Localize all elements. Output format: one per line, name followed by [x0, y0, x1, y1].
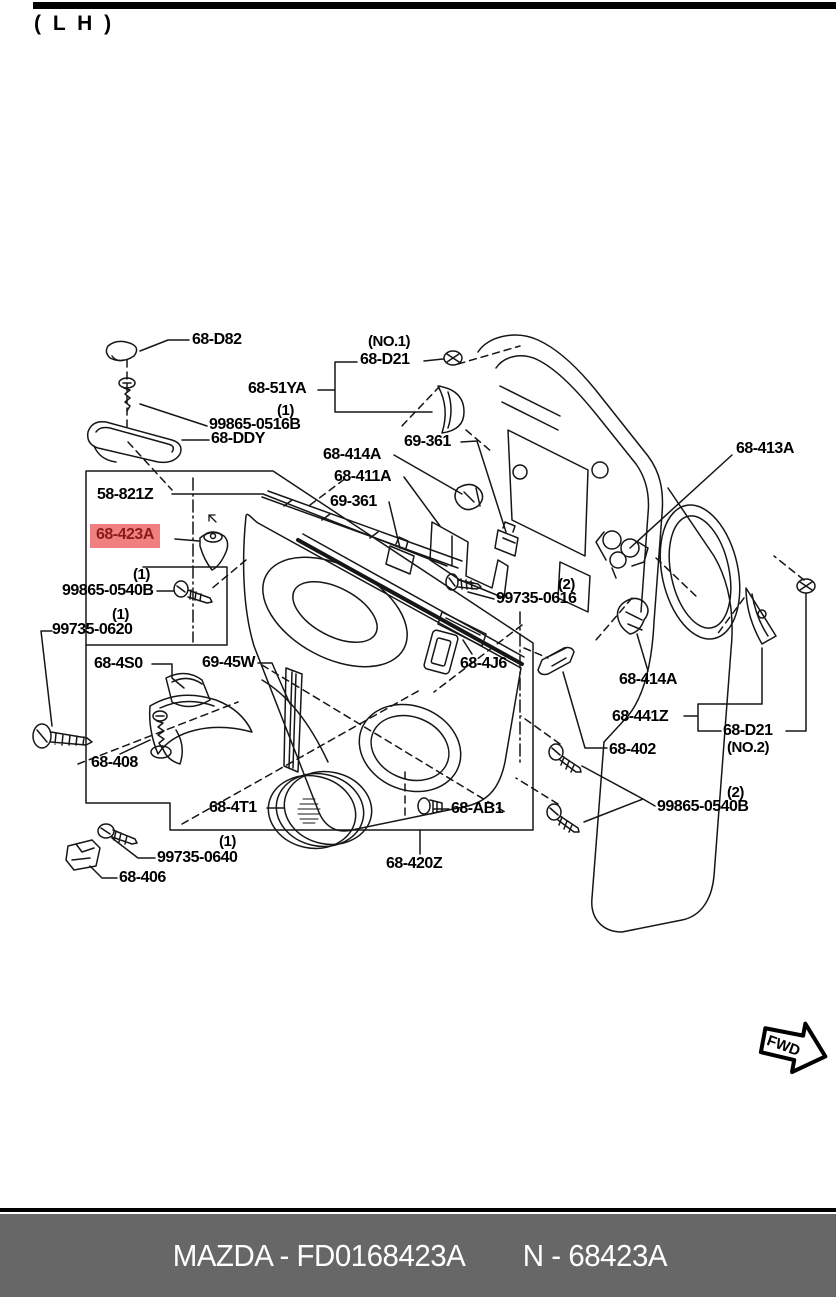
regulator-68-413A	[595, 530, 649, 579]
part-label-6945w[interactable]: 69-45W	[202, 654, 256, 671]
part-label-998650540b[interactable]: 99865-0540B	[62, 582, 154, 599]
screw-99735-0616	[445, 573, 482, 591]
leader-lines	[40, 339, 807, 879]
part-label-69361[interactable]: 69-361	[404, 433, 451, 450]
part-label-6851ya[interactable]: 68-51YA	[248, 380, 307, 397]
qty-label-1: (1)	[133, 566, 150, 583]
part-label-68d21[interactable]: 68-D21	[723, 722, 773, 739]
part-label-58821z[interactable]: 58-821Z	[97, 486, 154, 503]
strip-68-4J6	[437, 611, 487, 647]
part-label-68423a[interactable]: 68-423A	[90, 524, 160, 548]
qty-label-1: (1)	[219, 833, 236, 850]
fwd-arrow: FWD	[748, 1008, 836, 1103]
orientation-label: ( L H )	[34, 12, 115, 35]
part-label-68441z[interactable]: 68-441Z	[612, 708, 669, 725]
part-label-68d21[interactable]: 68-D21	[360, 351, 410, 368]
bottom-divider	[0, 1208, 836, 1212]
footer-bar: MAZDA - FD0168423A N - 68423A	[0, 1214, 836, 1297]
handle-68-DDY	[86, 420, 182, 464]
part-label-997350640[interactable]: 99735-0640	[157, 849, 238, 866]
clip-68-423A	[199, 514, 229, 571]
qty-label-1: (1)	[277, 402, 294, 419]
centerline	[192, 477, 521, 763]
part-label-68ab1[interactable]: 68-AB1	[451, 800, 504, 817]
part-label-68408[interactable]: 68-408	[91, 754, 138, 771]
part-label-68406[interactable]: 68-406	[119, 869, 166, 886]
bracket-68-411A	[429, 521, 509, 599]
grommet-no1	[443, 350, 463, 366]
clip-68-402	[537, 646, 575, 676]
clip-68-414A-upper	[454, 483, 484, 511]
qty-label-1: (1)	[112, 606, 129, 623]
part-label-69361[interactable]: 69-361	[330, 493, 377, 510]
screw-99735-0640	[97, 823, 138, 845]
fwd-arrow-shape	[758, 1021, 828, 1075]
qty-label-2: (2)	[558, 576, 575, 593]
part-label-68420z[interactable]: 68-420Z	[386, 855, 443, 872]
part-label-997350620[interactable]: 99735-0620	[52, 621, 133, 638]
highlighted-part-number: N - 68423A	[522, 1237, 668, 1273]
part-label-68402[interactable]: 68-402	[609, 741, 656, 758]
part-label-68411a[interactable]: 68-411A	[334, 468, 392, 485]
pushpin-68-AB1	[417, 797, 443, 815]
part-label-68414a[interactable]: 68-414A	[619, 671, 677, 688]
patch-68-D21-no1	[437, 385, 465, 434]
patch-68-D21-no2	[745, 587, 777, 645]
top-divider	[33, 2, 836, 9]
clip-68-414A-lower	[616, 597, 649, 635]
part-label-998650516b[interactable]: 99865-0516B	[209, 416, 301, 433]
qty-label-no.1: (NO.1)	[368, 333, 411, 350]
screw-99865-0540B-2b	[546, 803, 580, 833]
part-label-68413a[interactable]: 68-413A	[736, 440, 794, 457]
screw-99865-0540B-1	[173, 580, 213, 604]
part-label-684s0[interactable]: 68-4S0	[94, 655, 143, 672]
construction-lines	[77, 345, 805, 825]
part-label-68414a[interactable]: 68-414A	[323, 446, 381, 463]
qty-label-no.2: (NO.2)	[727, 739, 770, 756]
catalog-code: MAZDA - FD0168423A	[172, 1237, 466, 1273]
part-label-684j6[interactable]: 68-4J6	[460, 655, 507, 672]
clip-68-D82	[105, 340, 138, 362]
grip-handle	[148, 694, 253, 765]
screw-99735-0620	[32, 723, 93, 749]
screw-68-408	[150, 710, 172, 759]
speaker-68-4T1	[267, 770, 373, 850]
diagram-art	[32, 334, 816, 933]
bezel-69-45W	[283, 667, 303, 773]
grommet-no2	[796, 578, 816, 594]
part-label-68ddy[interactable]: 68-DDY	[211, 430, 265, 447]
part-label-684t1[interactable]: 68-4T1	[209, 799, 257, 816]
qty-label-2: (2)	[727, 784, 744, 801]
part-label-68d82[interactable]: 68-D82	[192, 331, 242, 348]
screw-99865-0540B-2a	[548, 743, 582, 773]
part-label-997350616[interactable]: 99735-0616	[496, 590, 577, 607]
part-label-998650540b[interactable]: 99865-0540B	[657, 798, 749, 815]
clip-68-406	[65, 839, 101, 871]
